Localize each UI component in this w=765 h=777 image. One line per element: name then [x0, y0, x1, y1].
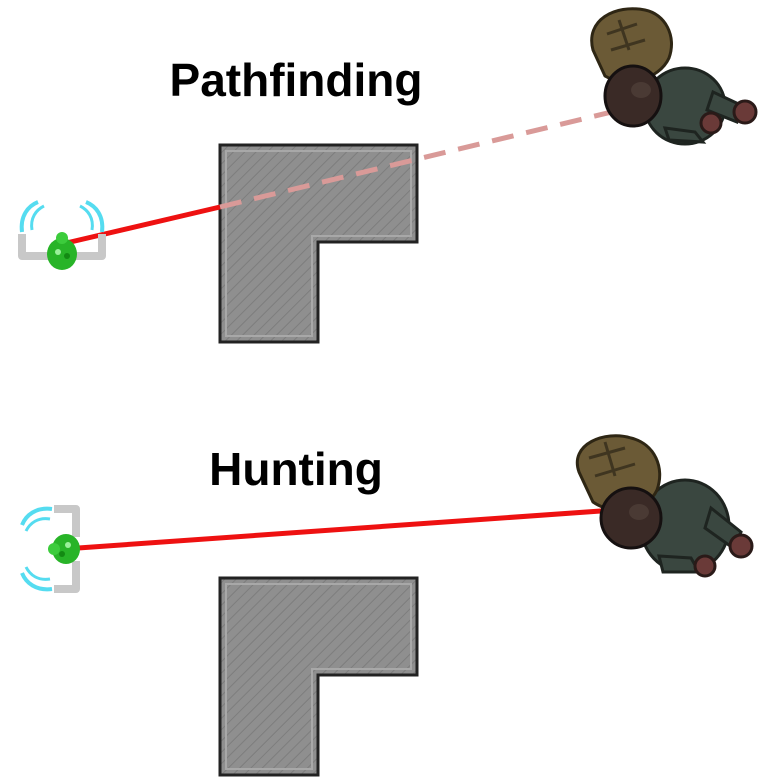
l-shaped-wall	[218, 576, 419, 777]
soldier-top-down-icon	[590, 7, 758, 146]
wall-inner-edge	[225, 583, 412, 770]
panel-title-pathfinding: Pathfinding	[170, 54, 423, 106]
wall-inner-edge	[225, 150, 412, 337]
soldier-top-down-icon	[575, 434, 754, 578]
ray-direct	[63, 505, 644, 552]
robot-drone-icon	[20, 505, 80, 593]
panel-title-hunting: Hunting	[209, 443, 383, 495]
panel-pathfinding: Pathfinding	[18, 7, 758, 344]
l-shaped-wall	[218, 143, 419, 344]
robot-drone-icon	[18, 200, 106, 270]
ray-visible-segment	[61, 204, 221, 247]
panel-hunting: Hunting	[20, 434, 754, 777]
